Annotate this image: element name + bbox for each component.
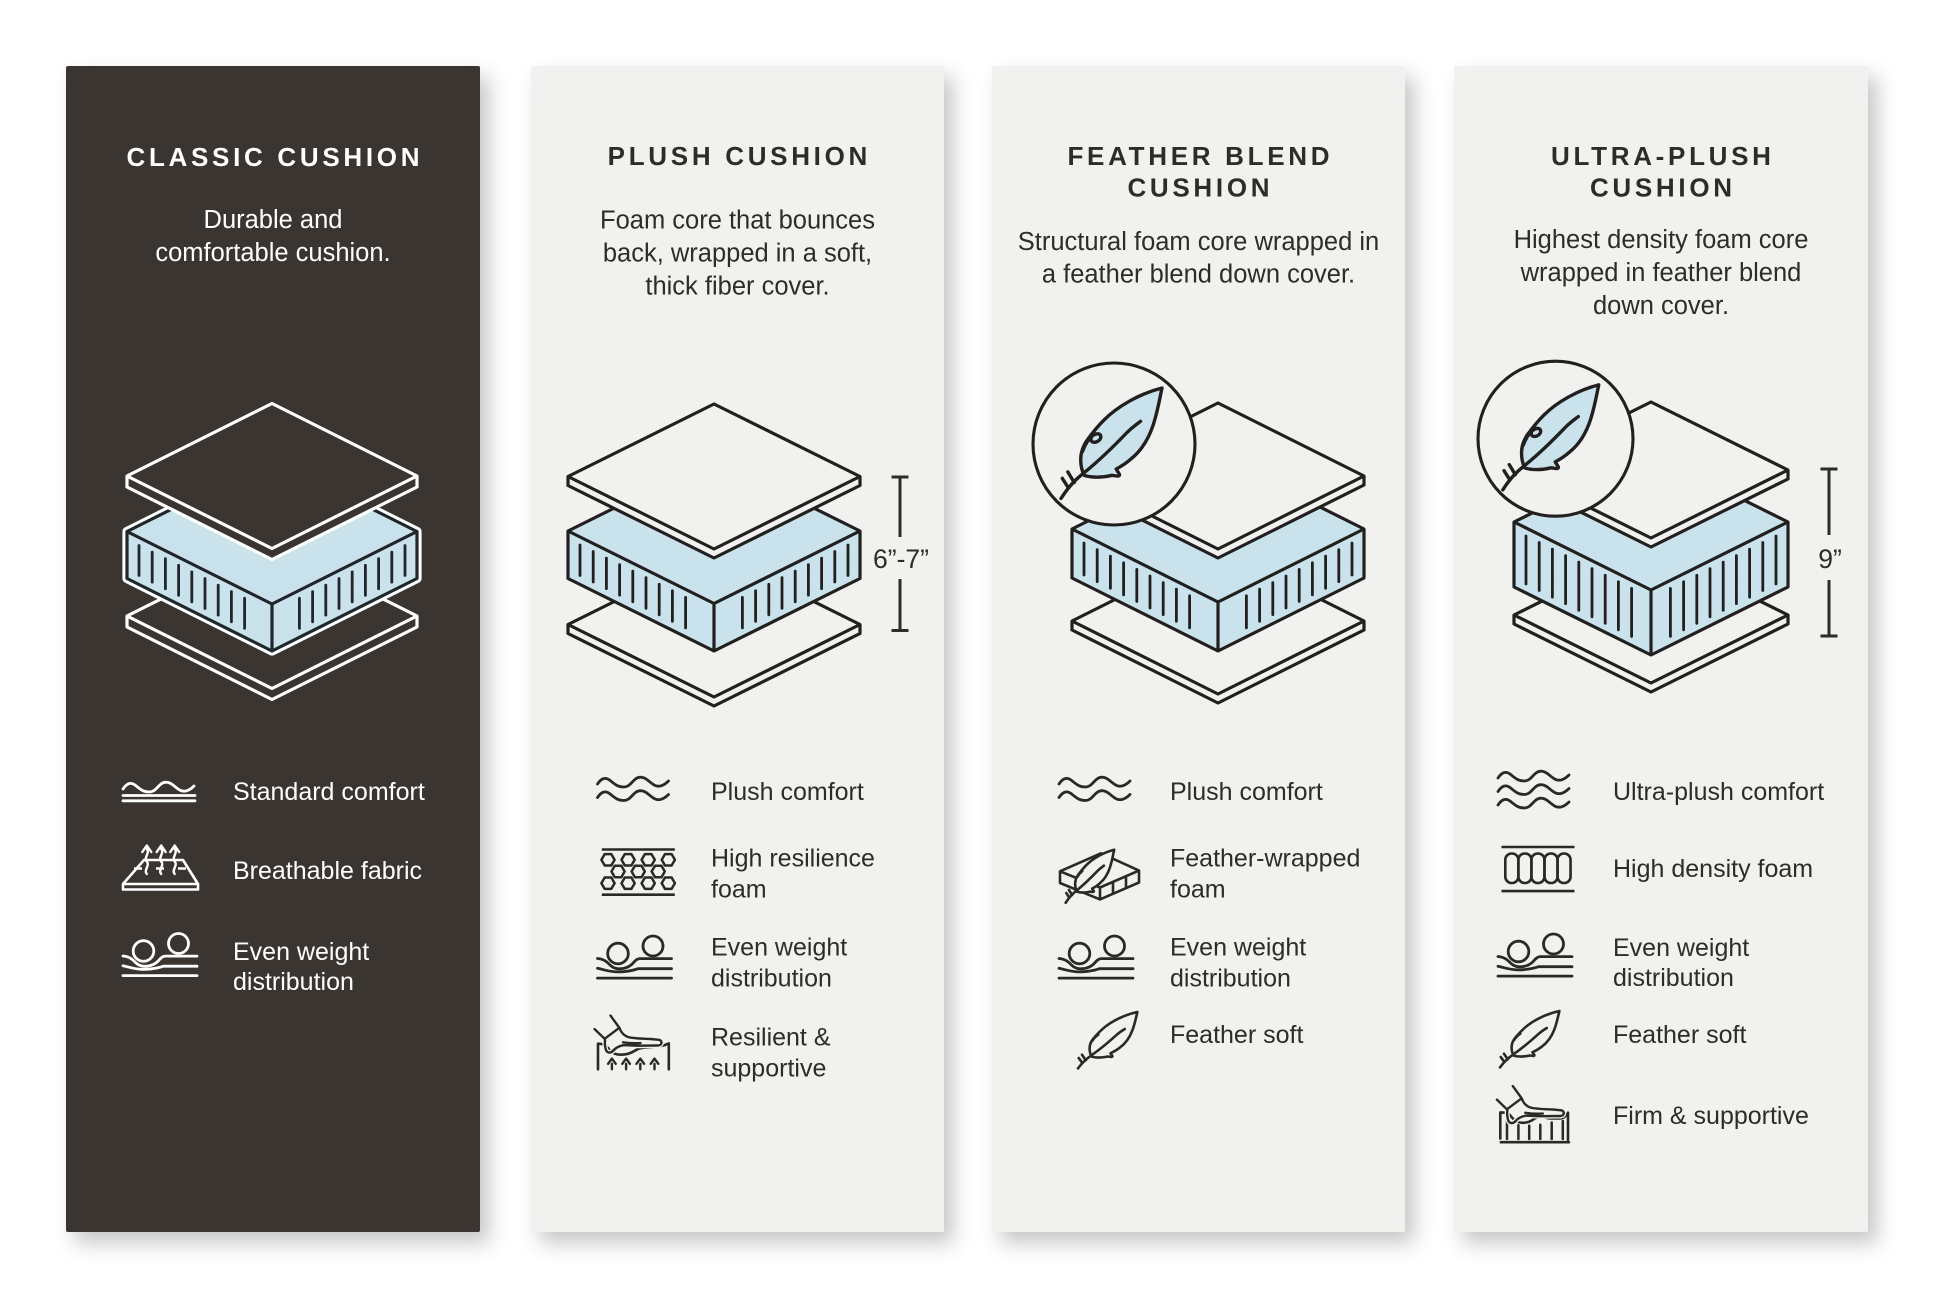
svg-text:down cover.: down cover.: [1593, 292, 1729, 320]
svg-text:Plush comfort: Plush comfort: [1170, 778, 1323, 806]
svg-text:thick fiber cover.: thick fiber cover.: [645, 273, 829, 301]
svg-text:supportive: supportive: [711, 1055, 826, 1083]
svg-text:Ultra-plush comfort: Ultra-plush comfort: [1613, 778, 1824, 806]
svg-text:Resilient &: Resilient &: [711, 1024, 831, 1052]
svg-text:High density foam: High density foam: [1613, 855, 1813, 883]
svg-text:9”: 9”: [1818, 544, 1842, 574]
svg-text:High resilience: High resilience: [711, 845, 875, 873]
svg-text:Structural foam core wrapped i: Structural foam core wrapped in: [1018, 228, 1379, 256]
svg-text:wrapped in feather blend: wrapped in feather blend: [1520, 259, 1802, 287]
svg-text:comfortable cushion.: comfortable cushion.: [155, 239, 390, 267]
svg-text:Feather soft: Feather soft: [1613, 1021, 1746, 1049]
svg-text:6”-7”: 6”-7”: [873, 544, 929, 574]
svg-text:Feather-wrapped: Feather-wrapped: [1170, 845, 1360, 873]
svg-text:distribution: distribution: [233, 968, 354, 996]
svg-text:Even weight: Even weight: [1613, 934, 1749, 962]
svg-text:back, wrapped in a soft,: back, wrapped in a soft,: [603, 240, 872, 268]
svg-text:Standard comfort: Standard comfort: [233, 778, 425, 806]
svg-text:CUSHION: CUSHION: [1590, 173, 1736, 203]
svg-text:Highest density foam core: Highest density foam core: [1514, 226, 1809, 254]
svg-text:FEATHER BLEND: FEATHER BLEND: [1067, 141, 1333, 171]
svg-text:Even weight: Even weight: [233, 938, 369, 966]
svg-text:Feather soft: Feather soft: [1170, 1021, 1303, 1049]
svg-text:CLASSIC CUSHION: CLASSIC CUSHION: [126, 142, 423, 172]
svg-text:distribution: distribution: [1170, 965, 1291, 993]
svg-text:Breathable fabric: Breathable fabric: [233, 857, 422, 885]
svg-text:Plush comfort: Plush comfort: [711, 778, 864, 806]
svg-text:CUSHION: CUSHION: [1127, 173, 1273, 203]
svg-text:distribution: distribution: [711, 965, 832, 993]
svg-text:Even weight: Even weight: [1170, 934, 1306, 962]
svg-text:distribution: distribution: [1613, 964, 1734, 992]
svg-text:foam: foam: [1170, 876, 1226, 904]
svg-text:Durable and: Durable and: [204, 206, 343, 234]
svg-text:ULTRA-PLUSH: ULTRA-PLUSH: [1551, 141, 1775, 171]
svg-text:Firm & supportive: Firm & supportive: [1613, 1102, 1809, 1130]
svg-text:Foam core that bounces: Foam core that bounces: [600, 207, 875, 235]
svg-text:PLUSH CUSHION: PLUSH CUSHION: [608, 141, 871, 171]
svg-text:a feather blend down cover.: a feather blend down cover.: [1042, 261, 1355, 289]
svg-text:foam: foam: [711, 876, 767, 904]
svg-text:Even weight: Even weight: [711, 934, 847, 962]
